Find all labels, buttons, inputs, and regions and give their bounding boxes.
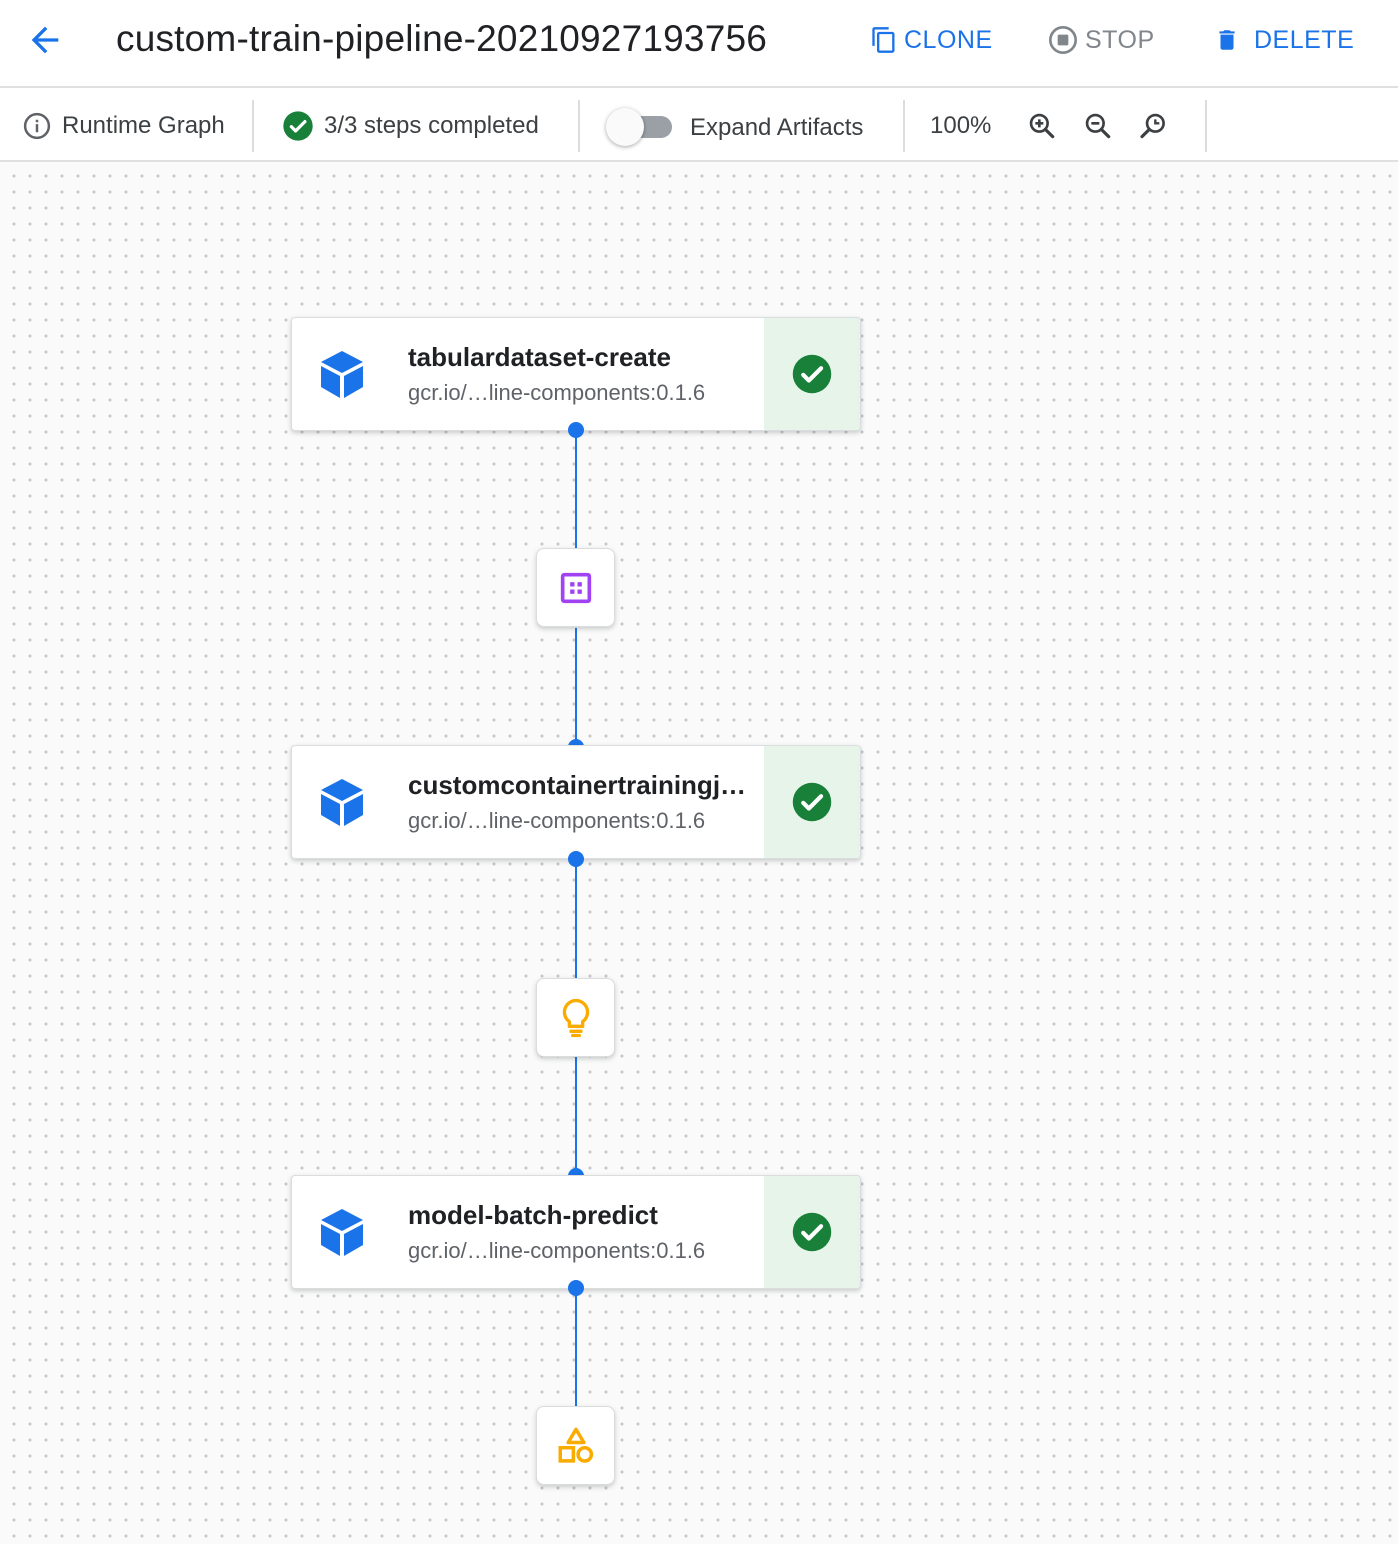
artifact-node[interactable]	[536, 978, 615, 1057]
clone-label: CLONE	[904, 25, 993, 54]
pipeline-step-node[interactable]: customcontainertrainingj… gcr.io/…line-c…	[291, 745, 861, 859]
step-name: customcontainertrainingj…	[408, 770, 747, 800]
clone-button[interactable]: CLONE	[870, 22, 993, 58]
delete-label: DELETE	[1254, 25, 1355, 54]
step-status	[764, 1176, 860, 1288]
stop-circle-icon	[1049, 26, 1077, 54]
toolbar-divider	[578, 100, 580, 152]
graph-toolbar: Runtime Graph 3/3 steps completed Expand…	[0, 90, 1398, 162]
step-image: gcr.io/…line-components:0.1.6	[408, 380, 706, 405]
lightbulb-icon	[562, 998, 589, 1037]
dataset-icon	[560, 572, 591, 603]
page-title: custom-train-pipeline-20210927193756	[116, 18, 768, 59]
pipeline-step-node[interactable]: model-batch-predict gcr.io/…line-compone…	[291, 1175, 861, 1289]
arrow-back-icon	[31, 26, 59, 54]
expand-artifacts-control: Expand Artifacts	[604, 90, 863, 162]
runtime-graph-label: Runtime Graph	[62, 112, 225, 139]
output-port	[568, 1280, 584, 1296]
pipeline-step-node[interactable]: tabulardataset-create gcr.io/…line-compo…	[291, 317, 861, 431]
steps-status-text: 3/3 steps completed	[324, 112, 539, 139]
cube-icon	[321, 1209, 363, 1256]
trash-icon	[1219, 30, 1235, 50]
artifact-node[interactable]	[536, 548, 615, 627]
expand-artifacts-toggle[interactable]	[604, 106, 676, 146]
graph-edge	[575, 1056, 577, 1174]
zoom-reset-icon	[1140, 113, 1165, 139]
cube-icon	[321, 779, 363, 826]
back-button[interactable]	[22, 20, 68, 60]
zoom-reset-button[interactable]	[1134, 106, 1174, 146]
artifact-node[interactable]	[536, 1406, 615, 1485]
page-header: custom-train-pipeline-20210927193756 CLO…	[0, 0, 1398, 88]
zoom-out-icon	[1085, 113, 1111, 139]
check-circle-icon	[283, 111, 313, 141]
step-status	[764, 318, 860, 430]
stop-button[interactable]: STOP	[1047, 22, 1155, 58]
graph-edge	[575, 430, 577, 550]
check-circle-icon	[792, 354, 832, 394]
toolbar-divider	[1205, 100, 1207, 152]
runtime-graph-info[interactable]: Runtime Graph	[22, 90, 225, 162]
zoom-in-button[interactable]	[1022, 106, 1062, 146]
step-status	[764, 746, 860, 858]
output-port	[568, 851, 584, 867]
delete-button[interactable]: DELETE	[1214, 22, 1354, 58]
graph-canvas[interactable]: tabulardataset-create gcr.io/…line-compo…	[0, 162, 1398, 1544]
check-circle-icon	[792, 782, 832, 822]
graph-edge	[575, 628, 577, 746]
toolbar-divider	[903, 100, 905, 152]
cube-icon	[321, 351, 363, 398]
copy-icon	[872, 27, 895, 53]
check-circle-icon	[792, 1212, 832, 1252]
zoom-in-icon	[1029, 113, 1055, 139]
stop-label: STOP	[1085, 25, 1155, 54]
info-icon	[23, 112, 51, 140]
step-name: tabulardataset-create	[408, 342, 671, 372]
step-name: model-batch-predict	[408, 1200, 658, 1230]
steps-status: 3/3 steps completed	[282, 90, 539, 162]
toolbar-divider	[252, 100, 254, 152]
graph-edge	[575, 858, 577, 980]
expand-artifacts-label: Expand Artifacts	[690, 114, 864, 141]
graph-edge	[575, 1288, 577, 1408]
zoom-level: 100%	[930, 112, 992, 139]
step-image: gcr.io/…line-components:0.1.6	[408, 808, 706, 833]
zoom-out-button[interactable]	[1078, 106, 1118, 146]
shapes-icon	[558, 1427, 593, 1463]
output-port	[568, 422, 584, 438]
toggle-thumb	[606, 108, 644, 146]
step-image: gcr.io/…line-components:0.1.6	[408, 1238, 706, 1263]
